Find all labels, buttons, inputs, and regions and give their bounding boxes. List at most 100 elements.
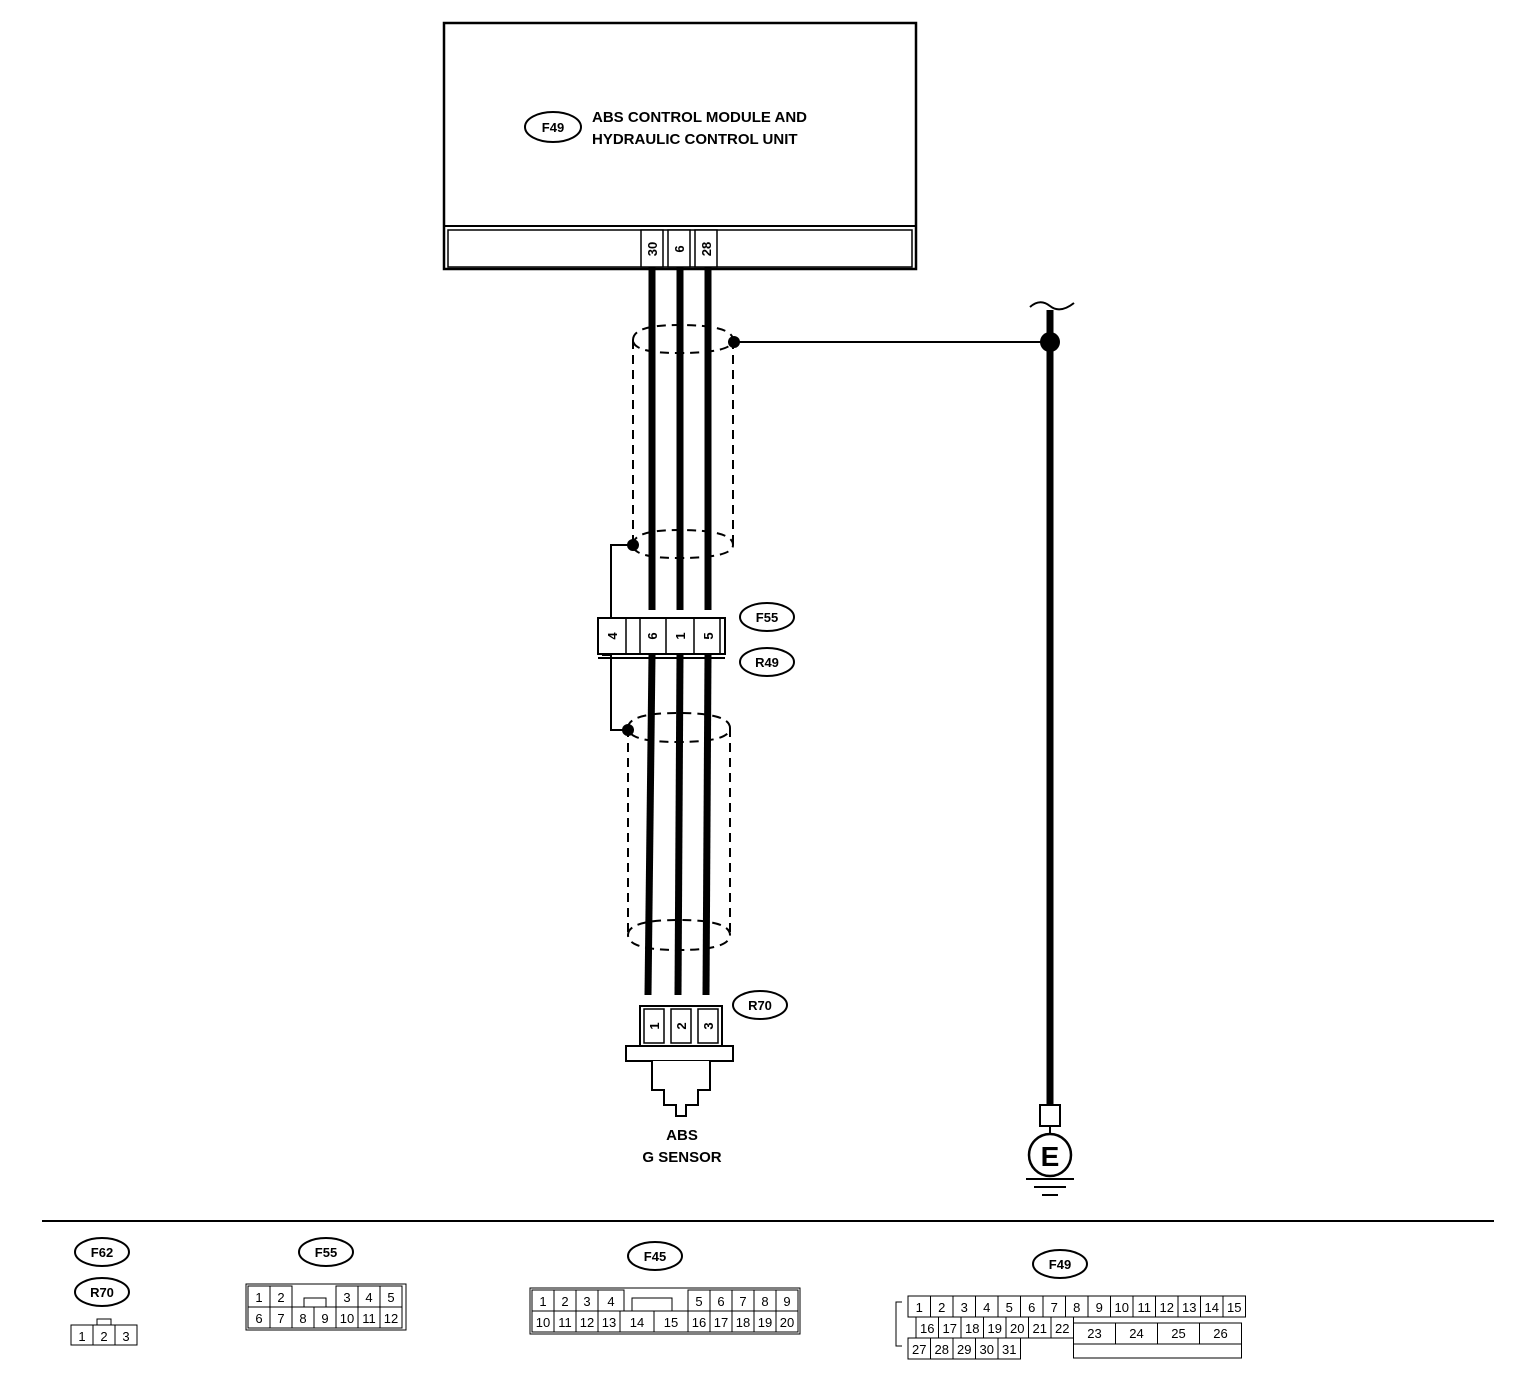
signal-wires: [644, 267, 712, 996]
face-f45-pin: 17: [714, 1315, 728, 1330]
face-f49-pin: 19: [988, 1321, 1002, 1336]
face-f49-pin: 17: [943, 1321, 957, 1336]
shield-node-lower: [622, 724, 634, 736]
face-f45-pin: 8: [761, 1294, 768, 1309]
face-f45-pin: 15: [664, 1315, 678, 1330]
face-f55-pin: 12: [384, 1311, 398, 1326]
face-f49-pin: 26: [1213, 1326, 1227, 1341]
face-f55-pin: 4: [365, 1290, 372, 1305]
face-f49-pin: 18: [965, 1321, 979, 1336]
face-f55-pin: 2: [277, 1290, 284, 1305]
face-f49-pin: 5: [1006, 1300, 1013, 1315]
face-f49-pin: 30: [980, 1342, 994, 1357]
sensor-pin-2: 2: [674, 1022, 689, 1029]
lower-shield: [627, 711, 732, 952]
face-f49-pin: 9: [1096, 1300, 1103, 1315]
face-f49-pin: 20: [1010, 1321, 1024, 1336]
face-f49-pin: 31: [1002, 1342, 1016, 1357]
face-f45-cell: [775, 1310, 799, 1333]
face-f45-pin: 18: [736, 1315, 750, 1330]
mid-pin-1: 1: [673, 632, 688, 639]
face-f55-cell: [379, 1306, 403, 1329]
face-f49-pin: 21: [1033, 1321, 1047, 1336]
mid-connector-f55-r49: 4 6 1 5 F55 R49: [597, 602, 795, 677]
face-f45-pin: 3: [583, 1294, 590, 1309]
connector-badge-r49: [739, 647, 795, 677]
face-view-f62-r70: F62 R70 1 2 3: [70, 1237, 138, 1346]
face-f45-pin: 20: [780, 1315, 794, 1330]
sensor-name-line1: ABS: [666, 1127, 698, 1144]
face-f45-pin: 16: [692, 1315, 706, 1330]
face-f49-pin: 8: [1073, 1300, 1080, 1315]
sensor-pin-3: 3: [701, 1022, 716, 1029]
connector-badge-f55: [739, 602, 795, 632]
face-f49-code: F49: [1049, 1257, 1071, 1272]
face-f45-pin: 6: [717, 1294, 724, 1309]
face-f45-pin: 5: [695, 1294, 702, 1309]
face-f45-badge: [627, 1241, 683, 1271]
face-f55-badge: [298, 1237, 354, 1267]
face-f49-badge: [1032, 1249, 1088, 1279]
face-f62-pin: 3: [122, 1329, 129, 1344]
sensor-connector-r70: 1 2 3 R70 ABS G SENSOR: [625, 990, 788, 1166]
face-f45-pin: 13: [602, 1315, 616, 1330]
face-f55-pin: 1: [255, 1290, 262, 1305]
face-f45-pin: 2: [561, 1294, 568, 1309]
face-f45-pin: 7: [739, 1294, 746, 1309]
face-f49-pin: 4: [983, 1300, 990, 1315]
ground-icon: [1027, 1132, 1073, 1178]
face-f45-pin: 1: [539, 1294, 546, 1309]
mid-connector-bottom-code: R49: [755, 655, 779, 670]
mid-pin-4: 4: [605, 632, 620, 640]
face-f49-pin: 7: [1051, 1300, 1058, 1315]
face-code-r70: R70: [90, 1285, 114, 1300]
module-pin-30: 30: [645, 242, 660, 256]
face-f55-code: F55: [315, 1245, 337, 1260]
face-f45-pin: 10: [536, 1315, 550, 1330]
ground-symbol: E: [1026, 1104, 1074, 1196]
face-f55-pin: 7: [277, 1311, 284, 1326]
sensor-name-line2: G SENSOR: [642, 1149, 721, 1166]
module-title-line1: ABS CONTROL MODULE AND: [592, 109, 807, 126]
face-f49-pin: 23: [1087, 1326, 1101, 1341]
face-f55-pin: 6: [255, 1311, 262, 1326]
face-f62-pin: 2: [100, 1329, 107, 1344]
face-f55-pin: 8: [299, 1311, 306, 1326]
mid-pin-5: 5: [701, 632, 716, 639]
face-f49-pin: 10: [1115, 1300, 1129, 1315]
face-f49-pin: 11: [1138, 1300, 1152, 1315]
face-f45-pin: 9: [783, 1294, 790, 1309]
ground-label: E: [1041, 1141, 1060, 1172]
face-f49-pin: 14: [1205, 1300, 1219, 1315]
sensor-connector-code: R70: [748, 998, 772, 1013]
module-title-line2: HYDRAULIC CONTROL UNIT: [592, 131, 798, 148]
face-f45-pin: 12: [580, 1315, 594, 1330]
face-f55-pin: 3: [343, 1290, 350, 1305]
face-f49-pin: 2: [938, 1300, 945, 1315]
sensor-pin-1: 1: [647, 1022, 662, 1029]
face-f49-pin: 13: [1182, 1300, 1196, 1315]
g-sensor-body: [651, 1061, 711, 1117]
face-f45-code: F45: [644, 1249, 666, 1264]
abs-control-module: F49 ABS CONTROL MODULE AND HYDRAULIC CON…: [442, 21, 918, 271]
face-f49-pin: 24: [1129, 1326, 1143, 1341]
face-f49-pin: 3: [961, 1300, 968, 1315]
face-f49-pin: 25: [1171, 1326, 1185, 1341]
module-pin-6: 6: [672, 245, 687, 252]
face-f62-pin: 1: [78, 1329, 85, 1344]
face-f49-pin: 6: [1028, 1300, 1035, 1315]
face-code-f62: F62: [91, 1245, 113, 1260]
shield-drain-wire: [728, 301, 1075, 1105]
face-f55-pin: 10: [340, 1311, 354, 1326]
face-f49-pin: 15: [1227, 1300, 1241, 1315]
face-f45-pin: 19: [758, 1315, 772, 1330]
connector-badge-r70: [732, 990, 788, 1020]
module-connector-code: F49: [542, 120, 564, 135]
connector-badge-f49: [524, 111, 582, 143]
mid-pin-6: 6: [645, 632, 660, 639]
face-f49-pin: 12: [1160, 1300, 1174, 1315]
